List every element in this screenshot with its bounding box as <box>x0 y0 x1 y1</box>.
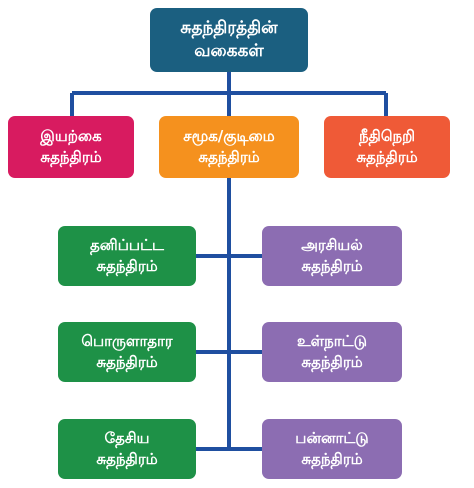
branch-natural-freedom: இயற்கை சுதந்திரம் <box>8 116 134 178</box>
root-node: சுதந்திரத்தின் வகைகள் <box>150 8 308 72</box>
branch-moral-freedom-label: நீதிநெறி சுதந்திரம் <box>356 127 418 166</box>
sub-international-freedom: பன்னாட்டு சுதந்திரம் <box>262 419 402 479</box>
root-node-label: சுதந்திரத்தின் வகைகள் <box>180 17 278 61</box>
sub-domestic-freedom-label: உள்நாட்டு சுதந்திரம் <box>297 332 367 371</box>
sub-national-freedom: தேசிய சுதந்திரம் <box>58 419 196 479</box>
sub-economic-freedom: பொருளாதார சுதந்திரம் <box>58 322 196 382</box>
branch-natural-freedom-label: இயற்கை சுதந்திரம் <box>40 127 102 166</box>
sub-domestic-freedom: உள்நாட்டு சுதந்திரம் <box>262 322 402 382</box>
sub-political-freedom-label: அரசியல் சுதந்திரம் <box>301 236 363 275</box>
sub-personal-freedom-label: தனிப்பட்ட சுதந்திரம் <box>90 236 164 275</box>
sub-political-freedom: அரசியல் சுதந்திரம் <box>262 226 402 286</box>
branch-social-civil-freedom: சமூக/குடிமை சுதந்திரம் <box>159 116 299 178</box>
sub-personal-freedom: தனிப்பட்ட சுதந்திரம் <box>58 226 196 286</box>
sub-international-freedom-label: பன்னாட்டு சுதந்திரம் <box>295 429 369 468</box>
branch-moral-freedom: நீதிநெறி சுதந்திரம் <box>324 116 450 178</box>
sub-economic-freedom-label: பொருளாதார சுதந்திரம் <box>81 332 173 371</box>
sub-national-freedom-label: தேசிய சுதந்திரம் <box>96 429 158 468</box>
branch-social-civil-freedom-label: சமூக/குடிமை சுதந்திரம் <box>183 127 275 166</box>
